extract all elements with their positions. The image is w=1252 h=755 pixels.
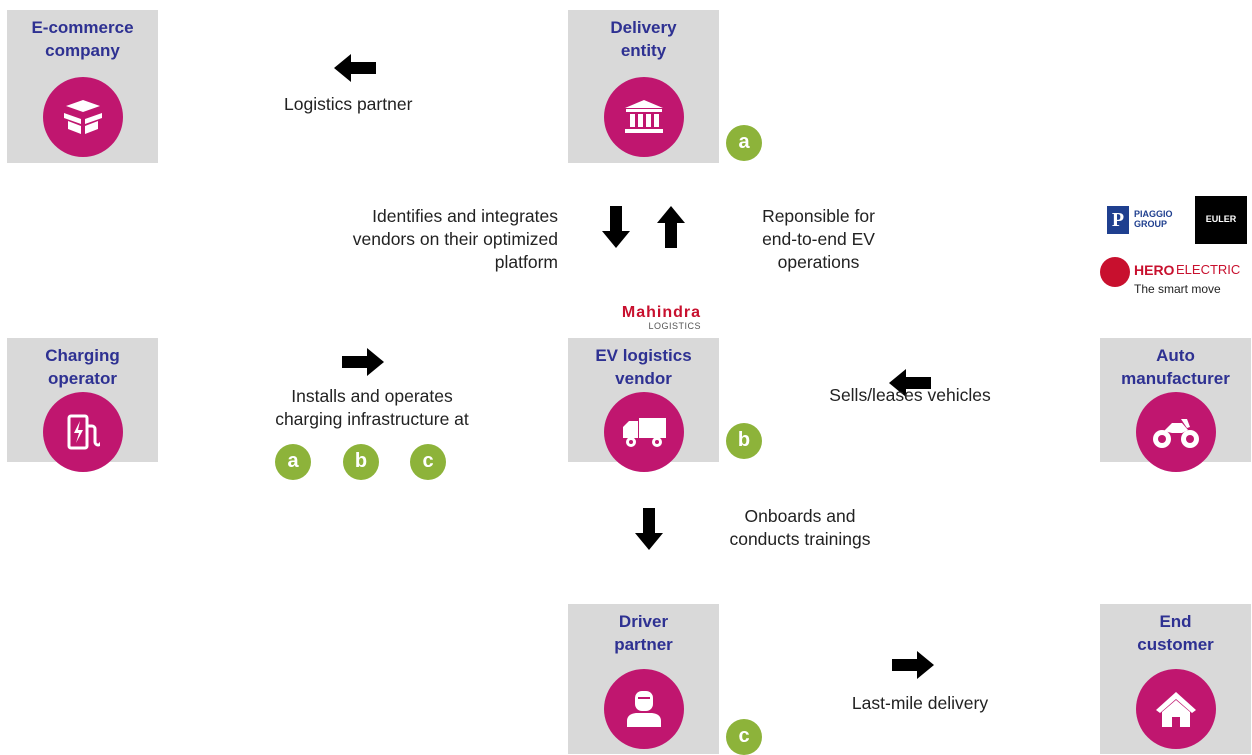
label-last-mile: Last-mile delivery [851,693,989,713]
node-driver-partner: Driver partner [568,604,719,754]
label-installs: Installs and operates charging infrastru… [275,386,469,429]
node-title: E-commerce company [31,18,134,60]
hero-tagline: The smart move [1134,282,1221,296]
node-title: Driver partner [614,612,673,654]
hero-emblem-icon [1100,257,1130,287]
piaggio-line1: PIAGGIO [1134,209,1173,219]
label-logistics-partner: Logistics partner [284,94,413,114]
node-title: Delivery entity [610,18,677,60]
euler-wordmark: EULER [1205,214,1237,224]
mahindra-wordmark: Mahindra [621,304,701,321]
hero-brand-light: ELECTRIC [1176,262,1241,277]
mahindra-logistics-logo: Mahindra LOGISTICS [591,304,701,332]
tag-c-charging: c [410,444,446,480]
label-onboards: Onboards and conducts trainings [729,506,871,549]
label-sells: Sells/leases vehicles [829,385,991,405]
arrow-right-installs [342,348,384,376]
node-delivery-entity: Delivery entity [568,10,719,163]
node-title: Charging operator [45,346,120,388]
node-ecommerce-company: E-commerce company [7,10,158,163]
tag-b-charging: b [343,444,379,480]
arrow-down-onboards [635,508,663,550]
open-box-icon [43,77,123,157]
person-icon [604,669,684,749]
piaggio-group-logo: P PIAGGIO GROUP [1107,206,1177,234]
truck-icon [604,392,684,472]
node-ev-logistics-vendor: EV logistics vendor [568,338,719,472]
euler-logo: EULER [1195,196,1247,244]
arrow-left-logistics [334,54,376,82]
arrow-right-last-mile [892,651,934,679]
label-identifies: Identifies and integrates vendors on the… [352,206,558,272]
ev-charger-icon [43,392,123,472]
node-title: End customer [1137,612,1214,654]
node-title: EV logistics vendor [595,346,692,388]
piaggio-emblem-icon: P [1107,206,1129,234]
tag-b-vendor: b [726,423,762,459]
arrow-up-responsible [657,206,685,248]
node-charging-operator: Charging operator [7,338,158,472]
tag-c-driver: c [726,719,762,755]
tag-a-charging: a [275,444,311,480]
hero-electric-logo: HERO ELECTRIC The smart move [1100,257,1248,299]
arrow-down-identifies [602,206,630,248]
node-end-customer: End customer [1100,604,1251,754]
tag-a-delivery: a [726,125,762,161]
node-title: Auto manufacturer [1121,346,1230,388]
hero-brand-bold: HERO [1134,262,1175,278]
arrow-left-sells [889,369,931,397]
bank-building-icon [604,77,684,157]
motorcycle-icon [1136,392,1216,472]
node-auto-manufacturer: Auto manufacturer [1100,338,1251,472]
piaggio-line2: GROUP [1134,219,1168,229]
home-icon [1136,669,1216,749]
label-responsible: Reponsible for end-to-end EV operations [762,206,875,272]
mahindra-sub: LOGISTICS [648,321,701,331]
